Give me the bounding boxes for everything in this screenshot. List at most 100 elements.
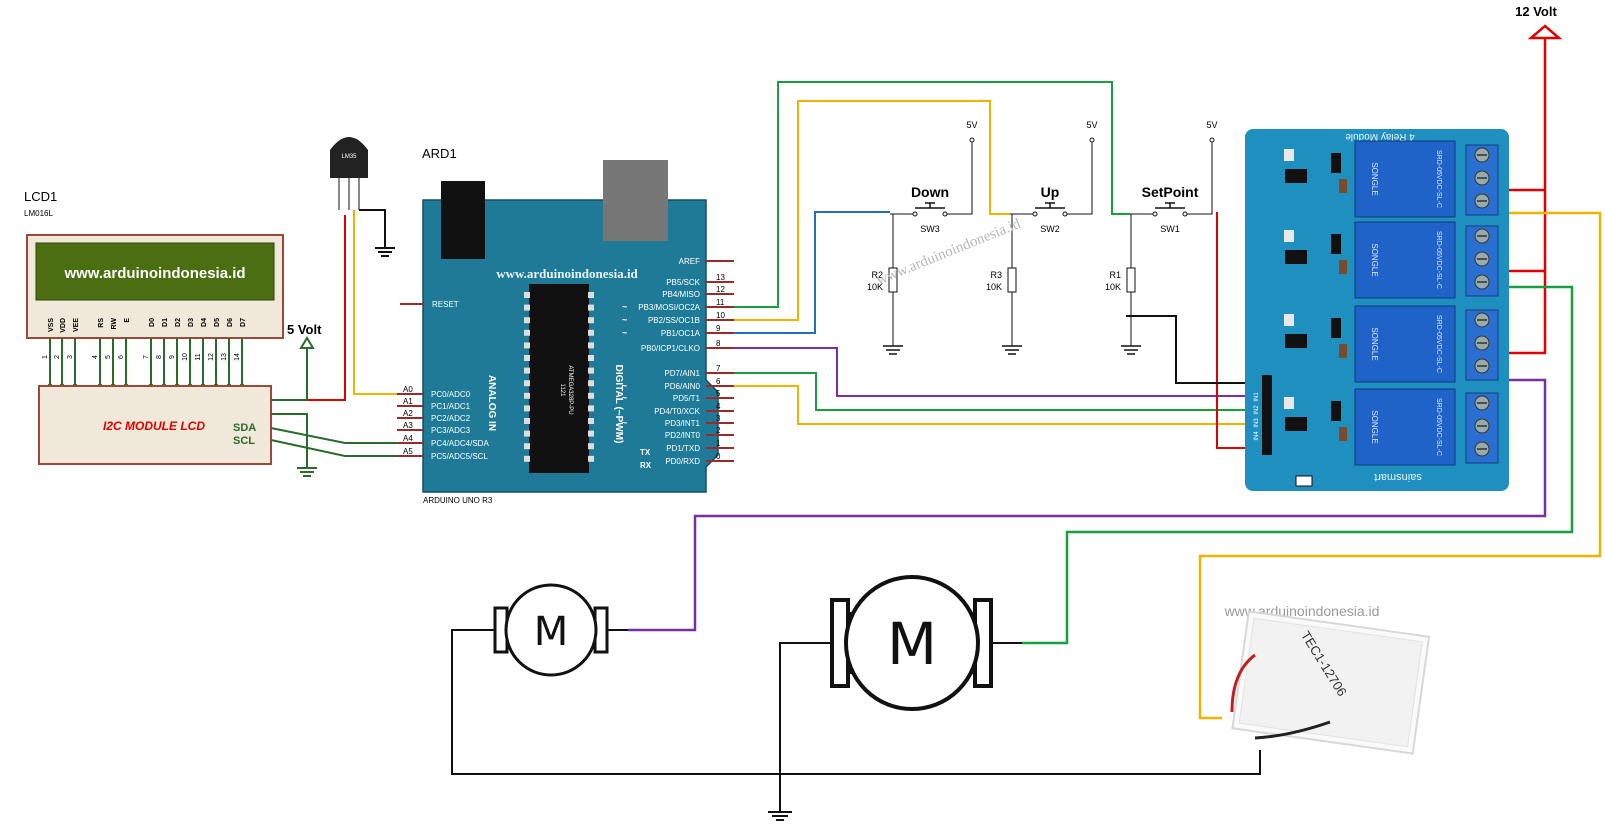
smd-component [1284,397,1294,409]
relay-block [1354,221,1456,299]
chip-pin [588,455,594,462]
vcc-label: 5V [1086,120,1097,130]
lcd-pin-number: 1 [42,355,49,359]
digital-pin-func: PD1/TXD [666,444,700,453]
relay-songle: SONGLE [1370,243,1379,276]
lcd-pin-name: D7 [240,318,247,327]
switch-vcc-lead [1067,142,1093,215]
chip-pin [524,304,530,311]
chip-pin [524,292,530,298]
five-volt-label: 5 Volt [287,322,322,337]
wire-lm35-out [353,210,405,395]
aref-label: AREF [679,257,700,266]
relay-block [1354,140,1456,218]
vcc-label: 5V [966,120,977,130]
diode [1339,260,1347,274]
pwm-tilde: ~ [622,302,627,312]
arduino-watermark: www.arduinoindonesia.id [496,266,638,281]
diode [1339,427,1347,441]
lcd-pin-number: 9 [169,355,176,359]
lm35-label: LM35 [341,154,357,160]
jumper [1295,475,1313,487]
lcd-pin-number: 14 [234,353,241,361]
optocoupler [1285,334,1307,348]
chip-pin [524,367,530,374]
power-jack [441,181,485,259]
relay-module: 4 Relay Module SRD-05VDC-SL-CSONGLESRD-0… [1245,129,1509,491]
analog-pin-func: PC0/ADC0 [431,390,471,399]
motor-2-label: M [887,610,937,678]
rx-label: RX [640,461,652,470]
pwm-tilde: ~ [622,393,627,403]
smd-component [1284,230,1294,242]
vcc-label: 5V [1206,120,1217,130]
chip-pin [588,355,594,361]
wire-blue [718,211,890,334]
switch-ref: SW3 [920,224,940,234]
chip-pin [524,317,530,324]
pwm-tilde: ~ [622,315,627,325]
switch-vcc-lead [1187,142,1213,215]
digital-pin-func: PD2/INT0 [665,431,701,440]
relay-songle: SONGLE [1370,327,1379,360]
digital-pin-number: 1 [716,439,721,448]
chip-pin [588,367,594,374]
digital-pin-number: 9 [716,324,721,333]
wire-black-gnd [1126,315,1255,384]
lcd-pin-number: 7 [143,355,150,359]
digital-pin-group: PB5/SCK13PB4/MISO12PB3/MOSI/OC2A11~PB2/S… [622,273,734,466]
lcd-pin-number: 8 [156,355,163,359]
lcd-screen [35,242,275,301]
relay-part: SRD-05VDC-SL-C [1435,150,1442,208]
resistor-body [1126,267,1136,293]
switch-group: 5VDownSW3R210K5VUpSW2R310K5VSetPointSW1R… [867,120,1218,355]
twelve-volt-arrow [1527,24,1563,40]
wire-green-top [718,81,1130,308]
chip-pin [588,443,594,450]
lcd-pin-name: D4 [201,318,208,327]
chip-pin [588,418,594,424]
analog-pin-func: PC2/ADC2 [431,414,471,423]
transistor [1331,318,1341,338]
lcd-pin-number: 4 [92,355,99,359]
chip-pin [524,418,530,424]
wire-red-vcc [1216,212,1255,449]
i2c-label: I2C MODULE LCD [103,419,205,433]
motor-1-label: M [534,609,569,655]
chip-line1: 1121 [559,384,565,398]
switch-contact [1032,211,1038,217]
i2c-scl: SCL [233,435,255,447]
analog-pin-func: PC4/ADC4/SDA [431,439,489,448]
relay-songle: SONGLE [1370,162,1379,195]
vcc-terminal [969,137,975,143]
lcd-pin-number: 13 [221,353,228,361]
pwm-tilde: ~ [622,328,627,338]
i2c-module [38,385,272,465]
analog-pin-number: A1 [403,397,413,406]
diode [1339,179,1347,193]
lcd-model: LM016L [24,209,53,218]
twelve-volt-label: 12 Volt [1515,4,1557,19]
relay-block [1354,388,1456,466]
relay-songle: SONGLE [1370,410,1379,443]
lcd-pin-name: RW [111,318,118,330]
relay-unit-group: SRD-05VDC-SL-CSONGLESRD-05VDC-SL-CSONGLE… [1254,140,1499,466]
pwm-tilde: ~ [622,418,627,428]
wire-i2c-gnd [271,413,308,468]
lcd-pin-name: VSS [48,318,55,332]
lm35-sensor: LM35 [330,137,368,210]
lcd-pin-name: D3 [188,318,195,327]
lcd-pin-name: VEE [73,318,80,332]
digital-pin-func: PD3/INT1 [665,419,701,428]
digital-pin-func: PD0/RXD [665,457,700,466]
chip-pin-group [524,292,594,462]
relay-block [1354,305,1456,383]
usb-port [603,160,668,241]
lcd-pin-name: D0 [149,318,156,327]
switch-contact [1062,211,1068,217]
digital-pin-func: PB5/SCK [666,278,700,287]
chip-pin [524,342,530,349]
wire-red-lm35 [307,215,346,401]
lcd-pin-number: 3 [67,355,74,359]
wire-lm35-gnd [359,209,386,248]
